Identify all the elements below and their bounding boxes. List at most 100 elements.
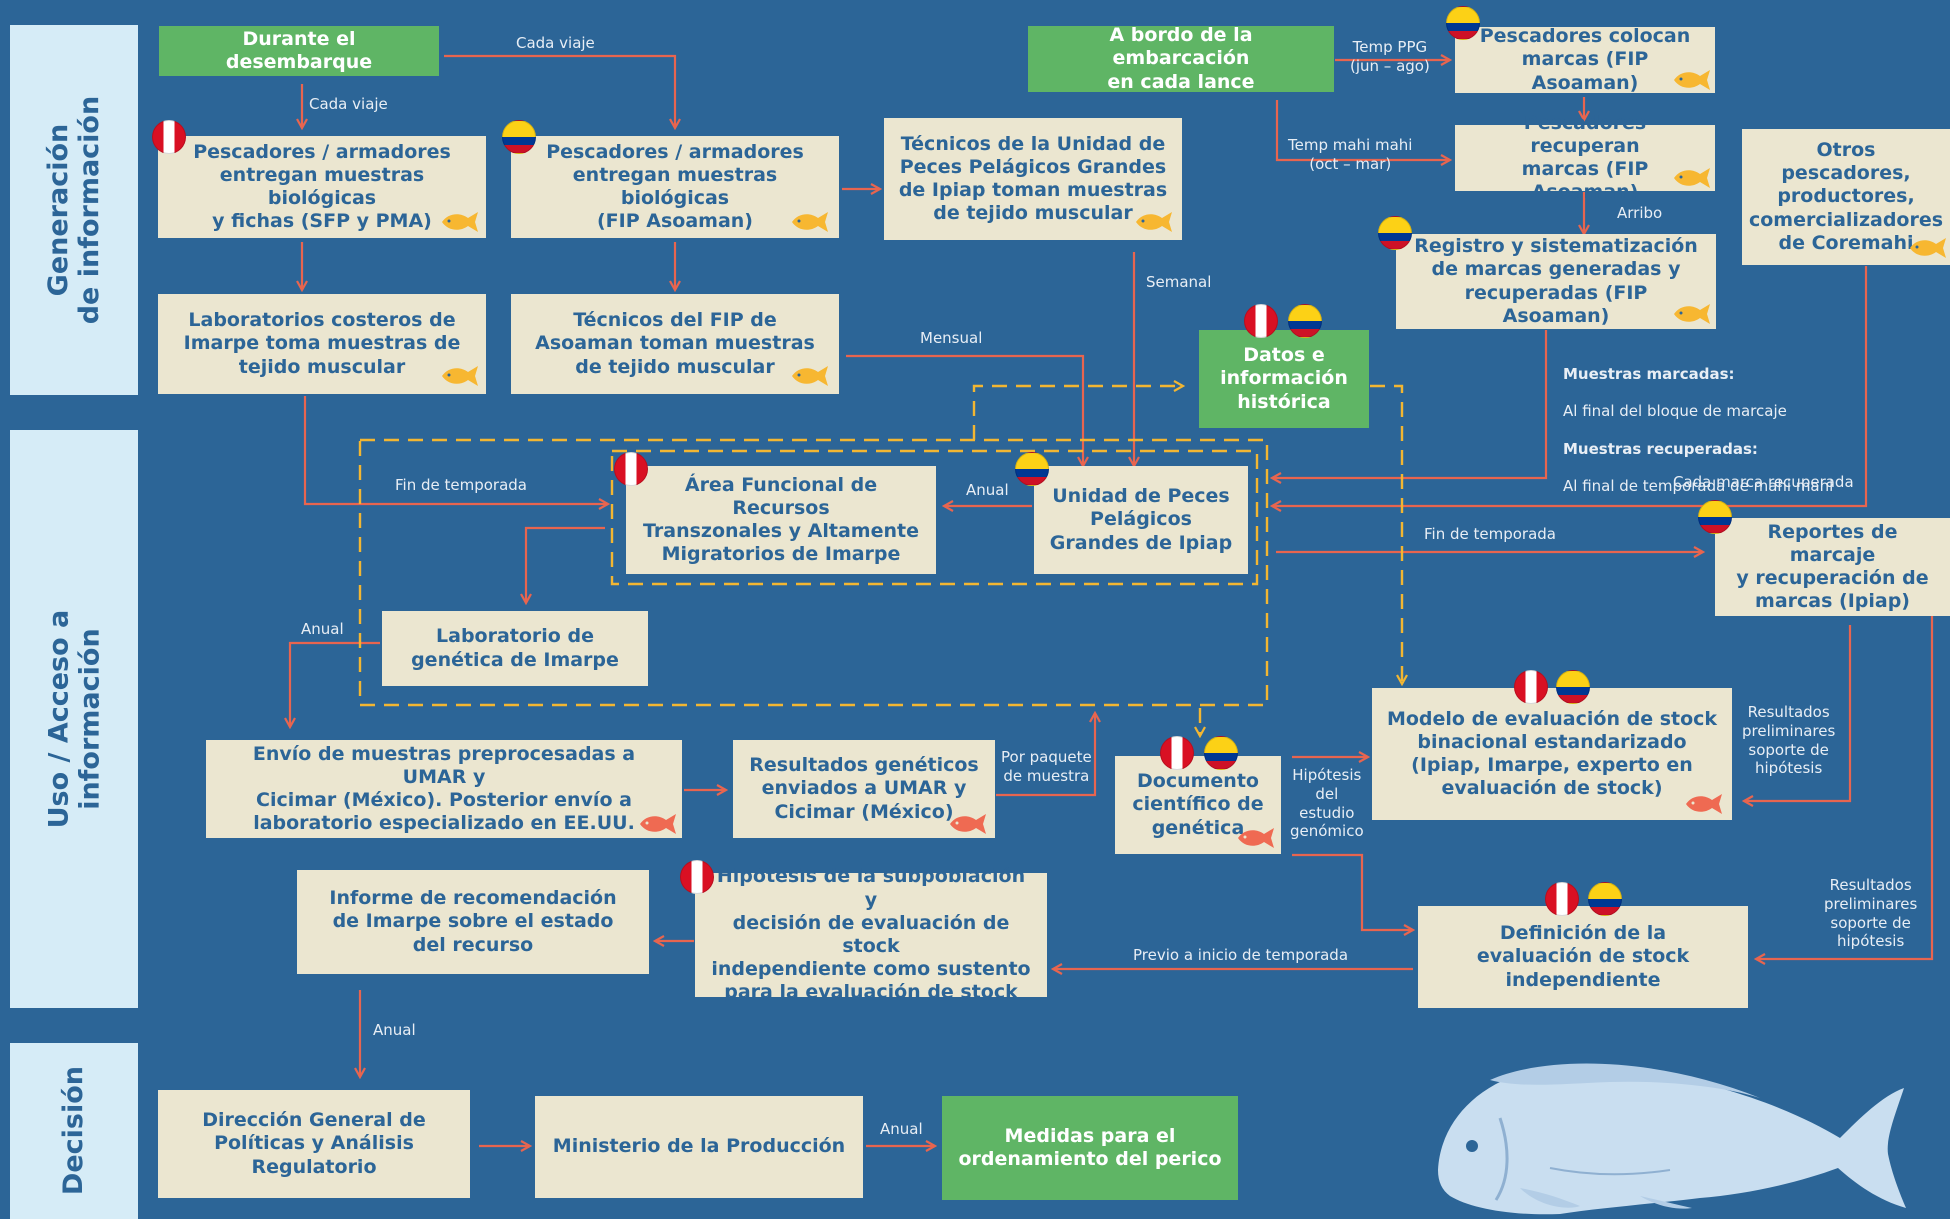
node-area-funcional: Área Funcional de Recursos Transzonales …	[626, 466, 936, 574]
fish-icon	[1910, 238, 1946, 258]
node-pescadores-colocan: Pescadores colocan marcas (FIP Asoaman)	[1455, 25, 1715, 94]
fish-icon	[792, 212, 828, 232]
node-tecnicos-fip: Técnicos del FIP de Asoaman toman muestr…	[511, 294, 839, 394]
label-muestras-marcadas-desc: Al final del bloque de marcaje	[1563, 402, 1787, 421]
dashed-arrow-historica-modelo	[1370, 384, 1402, 684]
colombia-flag-icon	[1015, 452, 1049, 486]
arrow-labcosteros-area	[303, 396, 608, 504]
arrow-registro-unidad	[1272, 330, 1548, 478]
label-mensual: Mensual	[920, 329, 983, 347]
node-envio-muestras: Envío de muestras preprocesadas a UMAR y…	[206, 740, 682, 838]
label-muestras-marcadas: Muestras marcadas: Al final del bloque d…	[1563, 346, 1833, 496]
dashed-group-outer	[358, 438, 1269, 707]
node-tecnicos-ipiap: Técnicos de la Unidad de Peces Pelágicos…	[884, 118, 1182, 240]
peru-flag-icon	[614, 452, 648, 486]
colombia-flag-icon	[1588, 882, 1622, 916]
node-documento-cientifico: Documento científico de genética	[1115, 756, 1281, 854]
label-por-paquete: Por paquete de muestra	[1001, 748, 1092, 785]
label-previo-inicio: Previo a inicio de temporada	[1133, 946, 1349, 964]
fish-icon	[1674, 70, 1710, 90]
arrow-otros-unidad	[1272, 266, 1868, 506]
node-pescadores-fip: Pescadores / armadores entregan muestras…	[511, 136, 839, 238]
node-a-bordo: A bordo de la embarcación en cada lance	[1028, 24, 1334, 93]
peru-flag-icon	[1244, 304, 1278, 338]
label-cada-viaje-2: Cada viaje	[516, 34, 595, 52]
fish-icon	[1674, 168, 1710, 188]
label-muestras-recuperadas-title: Muestras recuperadas:	[1563, 439, 1758, 458]
colombia-flag-icon	[1698, 500, 1732, 534]
label-resultados-prelim-2: Resultados preliminares soporte de hipót…	[1824, 876, 1918, 951]
label-fin-temporada-2: Fin de temporada	[1424, 525, 1556, 543]
colombia-flag-icon	[1378, 216, 1412, 250]
arrow-tecnicosfip-unidad	[846, 354, 1083, 466]
peru-flag-icon	[1160, 736, 1194, 770]
node-unidad-peces: Unidad de Peces Pelágicos Grandes de Ipi…	[1034, 466, 1248, 574]
arrow-abordo-recuperan	[1275, 100, 1450, 160]
fish-icon	[950, 814, 986, 834]
colombia-flag-icon	[1204, 736, 1238, 770]
peru-flag-icon	[1545, 882, 1579, 916]
peru-flag-icon	[1514, 670, 1548, 704]
node-hipotesis: Hipótesis de la subpoblación y decisión …	[695, 865, 1047, 1003]
label-anual-2: Anual	[301, 620, 344, 638]
fish-icon	[792, 366, 828, 386]
label-arribo: Arribo	[1617, 204, 1663, 222]
fish-icon	[640, 814, 676, 834]
peru-flag-icon	[152, 120, 186, 154]
label-cada-marca: Cada marca recuperada	[1673, 473, 1854, 491]
label-temp-ppg: Temp PPG (jun – ago)	[1350, 38, 1430, 75]
arrow-resultados-area	[996, 713, 1095, 797]
dashed-group-inner	[610, 449, 1259, 586]
node-modelo-evaluacion: Modelo de evaluación de stock binacional…	[1372, 688, 1732, 820]
arrow-desembarque-fip	[444, 54, 675, 128]
node-registro-marcas: Registro y sistematización de marcas gen…	[1396, 234, 1716, 329]
node-medidas: Medidas para el ordenamiento del perico	[942, 1096, 1238, 1200]
fish-icon	[442, 212, 478, 232]
dashed-arrow-historica-in	[972, 386, 1183, 440]
node-ministerio: Ministerio de la Producción	[535, 1096, 863, 1198]
arrow-labgenetica-envio	[290, 641, 380, 727]
node-reportes-marcaje: Reportes de marcaje y recuperación de ma…	[1715, 518, 1950, 616]
section-decision: Decisión	[10, 1043, 138, 1219]
node-lab-costeros: Laboratorios costeros de Imarpe toma mue…	[158, 294, 486, 394]
fish-icon	[1238, 828, 1274, 848]
node-lab-genetica: Laboratorio de genética de Imarpe	[382, 611, 648, 686]
arrow-reportes-modelo	[1744, 625, 1852, 801]
label-semanal: Semanal	[1146, 273, 1212, 291]
node-pescadores-sfp-pma: Pescadores / armadores entregan muestras…	[158, 136, 486, 238]
node-otros-pescadores: Otros pescadores, productores, comercial…	[1742, 129, 1950, 265]
label-anual-4: Anual	[880, 1120, 923, 1138]
colombia-flag-icon	[502, 120, 536, 154]
label-anual-3: Anual	[373, 1021, 416, 1039]
label-anual-1: Anual	[966, 481, 1009, 499]
colombia-flag-icon	[1446, 6, 1480, 40]
arrow-area-labgenetica	[526, 526, 605, 603]
node-datos-historica: Datos e información histórica	[1199, 330, 1369, 428]
section-generacion: Generación de información	[10, 25, 138, 395]
node-definicion-evaluacion: Definición de la evaluación de stock ind…	[1418, 906, 1748, 1008]
fish-icon	[1686, 794, 1722, 814]
label-temp-mahi: Temp mahi mahi (oct – mar)	[1288, 136, 1413, 173]
mahi-mahi-illustration	[1438, 1063, 1906, 1215]
node-direccion-general: Dirección General de Políticas y Análisi…	[158, 1090, 470, 1198]
node-pescadores-recuperan: Pescadores recuperan marcas (FIP Asoaman…	[1455, 112, 1715, 203]
fish-icon	[442, 366, 478, 386]
label-hipotesis-estudio: Hipótesis del estudio genómico	[1290, 766, 1364, 841]
arrow-documento-definicion	[1292, 853, 1413, 930]
label-muestras-recuperadas-desc: Al final de temporada de mahi mahi	[1563, 477, 1834, 496]
label-fin-temporada-1: Fin de temporada	[395, 476, 527, 494]
fish-icon	[1674, 304, 1710, 324]
section-uso: Uso / Acceso a información	[10, 430, 138, 1008]
fish-icon	[1136, 212, 1172, 232]
label-cada-viaje-1: Cada viaje	[309, 95, 388, 113]
node-informe-imarpe: Informe de recomendación de Imarpe sobre…	[297, 870, 649, 974]
colombia-flag-icon	[1556, 670, 1590, 704]
label-muestras-marcadas-title: Muestras marcadas:	[1563, 364, 1735, 383]
arrow-otros-definicion	[1756, 546, 1934, 959]
node-resultados-geneticos: Resultados genéticos enviados a UMAR y C…	[733, 740, 995, 838]
label-resultados-prelim-1: Resultados preliminares soporte de hipót…	[1742, 703, 1836, 778]
node-durante-desembarque: Durante el desembarque	[159, 26, 439, 76]
colombia-flag-icon	[1288, 304, 1322, 338]
peru-flag-icon	[680, 860, 714, 894]
